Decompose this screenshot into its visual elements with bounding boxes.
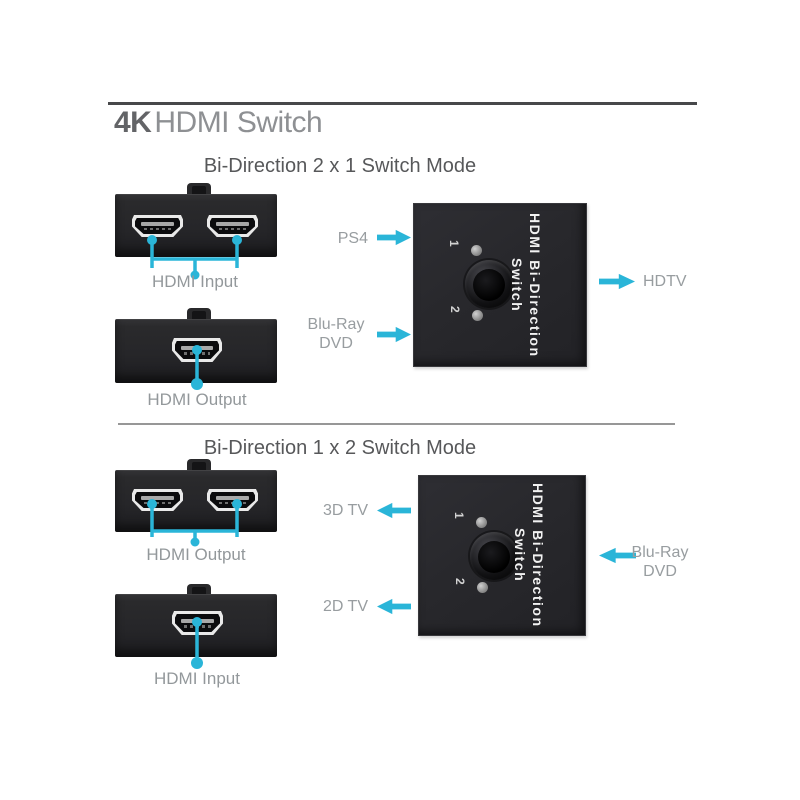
arrow-left-icon — [377, 598, 411, 615]
title-4k: 4K — [114, 106, 152, 139]
hdmi-port-left — [132, 489, 183, 511]
device-label-ps4: PS4 — [337, 230, 368, 247]
device-label-bluray: Blu-Ray DVD — [307, 316, 365, 352]
brand-text-line1: HDMI Bi-Direction — [527, 212, 543, 358]
top-rule — [108, 102, 697, 105]
port-cavity — [135, 218, 180, 234]
dual-port-label: HDMI Input — [152, 272, 238, 291]
hdmi-port-right — [207, 215, 258, 237]
device-label-2dtv: 2D TV — [322, 598, 368, 615]
pin-connector — [191, 345, 203, 390]
port-1-led — [471, 245, 482, 256]
select-button — [470, 532, 518, 580]
select-button — [465, 260, 513, 308]
mount-tab — [187, 459, 211, 470]
brand-text-line2: Switch — [512, 528, 528, 583]
arrow-right-icon — [377, 229, 411, 246]
section-divider — [118, 423, 675, 425]
port-tongue — [141, 496, 174, 500]
port-1-led — [476, 517, 487, 528]
dual-port-label: HDMI Output — [146, 545, 246, 564]
port-cavity — [210, 218, 255, 234]
mount-tab — [187, 584, 211, 595]
brand-text-line2: Switch — [509, 257, 525, 313]
title-text: HDMI Switch — [154, 106, 323, 139]
bracket-connector — [147, 235, 242, 280]
port-pins — [144, 501, 171, 505]
arrow-right-icon — [377, 326, 411, 343]
dual-port-device-1 — [115, 194, 277, 257]
device-label-hdtv: HDTV — [643, 273, 687, 290]
single-port-label: HDMI Input — [154, 669, 240, 688]
port-2-number: 2 — [453, 578, 467, 585]
arrow-right-icon — [599, 273, 635, 290]
port-tongue — [216, 222, 249, 226]
port-tongue — [141, 222, 174, 226]
port-tongue — [216, 496, 249, 500]
port-2-led — [472, 310, 483, 321]
device-label-3dtv: 3D TV — [322, 502, 368, 519]
hdmi-switch-device-1: 1 2 HDMI Bi-Direction Switch — [413, 203, 587, 367]
section-2-heading: Bi-Direction 1 x 2 Switch Mode — [203, 437, 477, 459]
arrow-left-icon — [377, 502, 411, 519]
hdmi-switch-device-2: 1 2 HDMI Bi-Direction Switch — [418, 475, 586, 636]
mount-tab — [187, 183, 211, 194]
hdmi-port-left — [132, 215, 183, 237]
port-pins — [144, 227, 171, 231]
port-pins — [219, 227, 246, 231]
port-2-number: 2 — [448, 306, 462, 313]
brand-text-line1: HDMI Bi-Direction — [530, 483, 546, 628]
single-port-label: HDMI Output — [147, 390, 247, 409]
mount-tab — [187, 308, 211, 319]
port-1-number: 1 — [447, 240, 461, 247]
bracket-connector — [147, 499, 242, 547]
dual-port-device-2 — [115, 470, 277, 532]
pin-connector — [191, 617, 203, 669]
port-1-number: 1 — [452, 512, 466, 519]
device-label-bluray: Blu-Ray DVD — [631, 544, 689, 580]
section-1-heading: Bi-Direction 2 x 1 Switch Mode — [203, 155, 477, 177]
port-2-led — [477, 582, 488, 593]
